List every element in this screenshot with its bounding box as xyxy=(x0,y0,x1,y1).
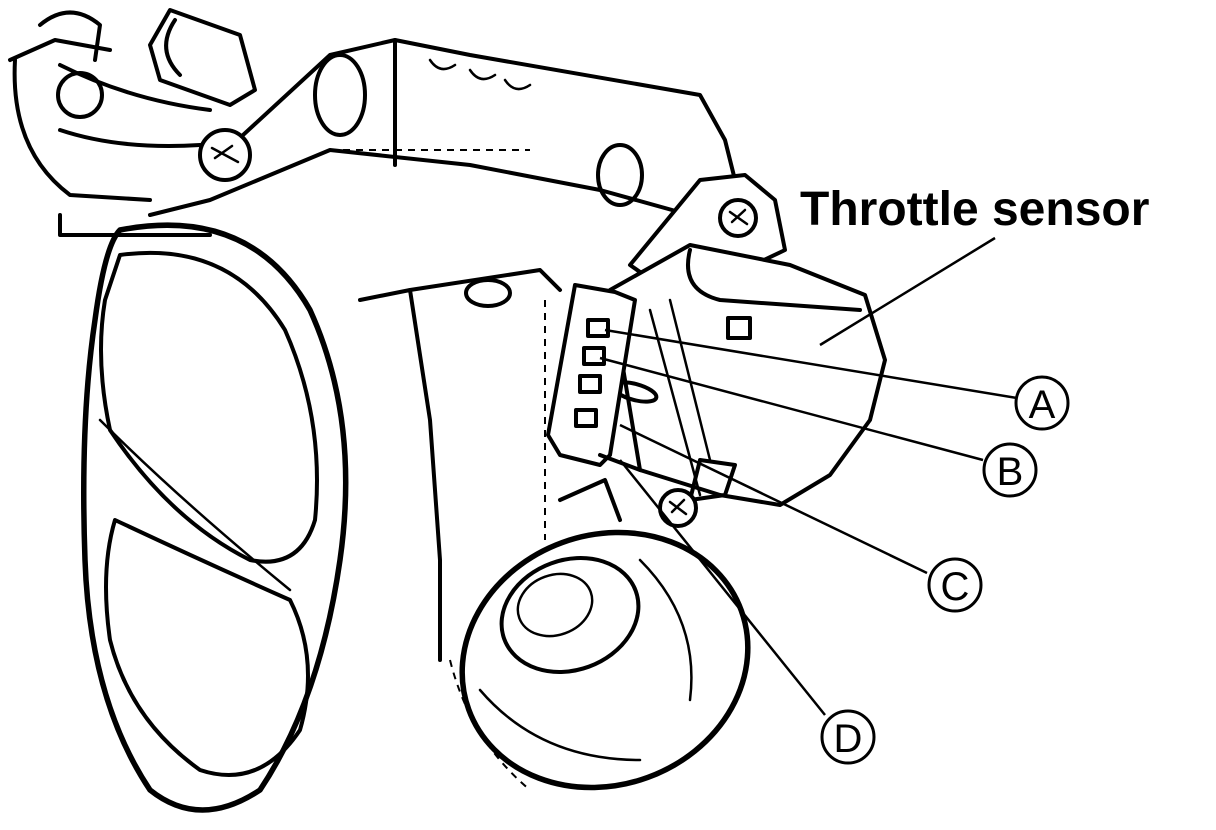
terminal-a-label: A xyxy=(1029,383,1056,427)
terminal-b-callout: B xyxy=(982,442,1038,498)
throttle-sensor xyxy=(546,173,887,528)
terminal-c-label: C xyxy=(941,565,970,609)
lower-housing xyxy=(449,529,751,791)
sensor-label-leader xyxy=(819,236,996,347)
terminal-d-label: D xyxy=(834,717,863,761)
throttle-body-casing xyxy=(148,38,737,662)
callout-leaders xyxy=(599,328,1018,716)
terminal-c-callout: C xyxy=(927,557,983,613)
terminal-a-callout: A xyxy=(1014,375,1070,431)
sensor-label: Throttle sensor xyxy=(800,183,1149,236)
terminal-b-label: B xyxy=(997,450,1024,494)
hose-fitting xyxy=(8,8,257,237)
terminal-d-callout: D xyxy=(820,709,876,765)
intake-bore xyxy=(81,222,349,813)
